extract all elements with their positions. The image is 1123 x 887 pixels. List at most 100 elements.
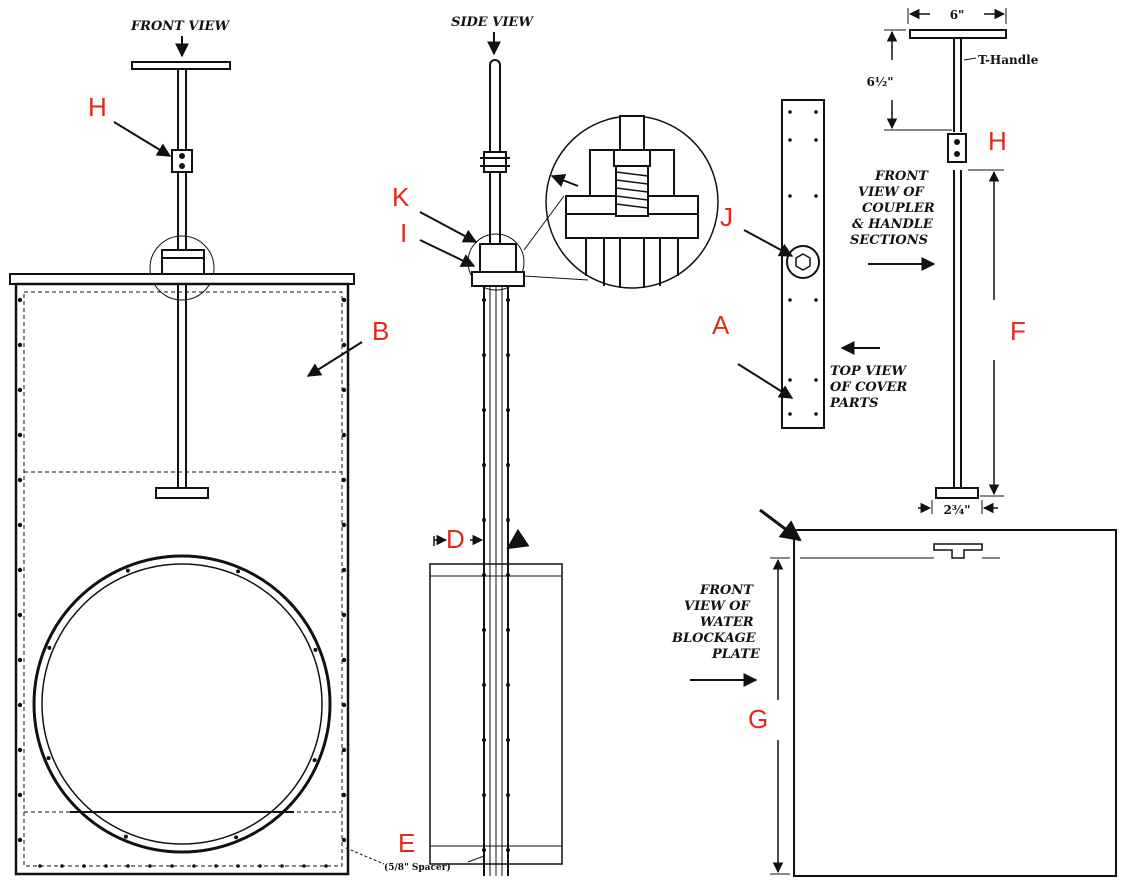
bolt-hole <box>302 864 306 868</box>
bolt-hole <box>482 463 486 467</box>
bolt-hole <box>280 864 284 868</box>
bolt-hole <box>341 342 347 348</box>
bolt-hole <box>788 138 792 142</box>
bolt-hole <box>506 848 510 852</box>
bolt-hole <box>482 738 486 742</box>
front-coupler <box>171 149 193 173</box>
side-flange <box>471 271 525 287</box>
right-t-handle <box>909 29 1007 39</box>
bolt-hole <box>341 792 347 798</box>
plate-caption-5: PLATE <box>711 647 761 662</box>
foot-width-dim: 2¾" <box>943 503 970 517</box>
side-pipe-body <box>429 563 563 865</box>
plate-t-slot <box>933 543 983 559</box>
cover-top-view <box>737 99 880 429</box>
bolt-hole <box>482 683 486 687</box>
front-body <box>14 282 350 876</box>
bolt-hole <box>324 864 328 868</box>
bolt-hole <box>234 835 239 840</box>
bolt-hole <box>38 864 42 868</box>
bolt-hole <box>17 432 23 438</box>
bolt-hole <box>506 298 510 302</box>
front-nut <box>161 249 205 275</box>
front-top-flange <box>9 273 355 285</box>
label-i: I <box>400 218 407 248</box>
bolt-hole <box>341 297 347 303</box>
bolt-hole <box>82 864 86 868</box>
bolt-hole <box>482 408 486 412</box>
bolt-hole <box>192 864 196 868</box>
side-bolt-holes <box>482 298 510 852</box>
coupler-caption-4: & HANDLE <box>852 217 934 232</box>
bolt-hole <box>506 408 510 412</box>
bolt-hole <box>482 298 486 302</box>
bolt-hole <box>341 477 347 483</box>
bolt-hole <box>814 138 818 142</box>
bolt-hole <box>214 864 218 868</box>
bolt-hole <box>17 657 23 663</box>
bolt-hole <box>506 793 510 797</box>
bolt-hole <box>814 110 818 114</box>
plate-caption-1: FRONT <box>699 583 754 598</box>
side-view-title: SIDE VIEW <box>451 15 534 30</box>
bolt-hole <box>17 297 23 303</box>
detail-nut <box>613 149 651 167</box>
bolt-hole <box>506 573 510 577</box>
side-coupler <box>483 151 507 173</box>
front-bolt-holes <box>17 297 347 868</box>
bolt-hole <box>341 522 347 528</box>
bolt-hole <box>17 792 23 798</box>
detail-magnified-view <box>545 115 719 289</box>
coupler-caption-5: SECTIONS <box>850 233 928 248</box>
label-h-front: H <box>88 92 107 122</box>
coupler-caption-1: FRONT <box>874 169 929 184</box>
bolt-hole <box>341 567 347 573</box>
bolt-hole <box>788 194 792 198</box>
bolt-hole <box>341 837 347 843</box>
cover-bolt-holes <box>788 110 818 416</box>
bolt-hole <box>17 567 23 573</box>
bolt-hole <box>47 645 52 650</box>
bolt-hole <box>236 569 241 574</box>
front-t-handle <box>131 61 231 70</box>
bolt-hole <box>46 756 51 761</box>
t-handle-label: T-Handle <box>978 53 1039 67</box>
bolt-hole <box>17 837 23 843</box>
bolt-hole <box>123 834 128 839</box>
cover-caption-3: PARTS <box>829 396 879 411</box>
bolt-hole <box>788 298 792 302</box>
bolt-hole <box>814 194 818 198</box>
b-arrow <box>306 341 363 377</box>
label-k: K <box>392 182 410 212</box>
cover-hex-nut <box>795 253 811 271</box>
front-detail-circle <box>149 235 215 301</box>
bolt-hole <box>60 864 64 868</box>
label-j: J <box>720 202 733 232</box>
bolt-hole <box>341 747 347 753</box>
label-b: B <box>372 316 389 346</box>
handle-width-dim: 6" <box>950 8 965 22</box>
front-pipe-inner <box>41 563 323 845</box>
bolt-hole <box>482 353 486 357</box>
side-view: SIDE VIEW <box>345 15 589 876</box>
front-gate-foot <box>155 487 209 499</box>
bolt-hole <box>788 378 792 382</box>
bolt-hole <box>482 573 486 577</box>
bolt-hole <box>148 864 152 868</box>
cover-caption-2: OF COVER <box>830 380 908 395</box>
bolt-hole <box>104 864 108 868</box>
bolt-hole <box>170 864 174 868</box>
bolt-hole <box>506 463 510 467</box>
front-pipe-outer <box>32 554 332 854</box>
bolt-hole <box>506 518 510 522</box>
bolt-hole <box>258 864 262 868</box>
label-a: A <box>712 310 730 340</box>
bolt-hole <box>814 412 818 416</box>
front-view: FRONT VIEW <box>9 19 355 876</box>
bolt-hole <box>482 848 486 852</box>
bolt-hole <box>482 628 486 632</box>
bolt-hole <box>814 298 818 302</box>
label-g: G <box>748 704 768 734</box>
h-front-arrow <box>113 121 172 157</box>
